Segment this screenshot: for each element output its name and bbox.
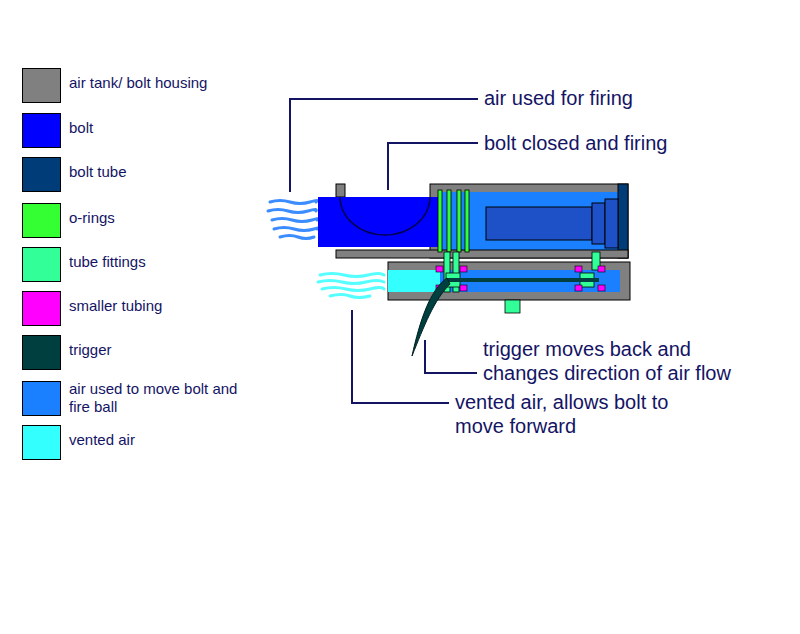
swatch-drive-air [22,381,61,416]
legend-text: smaller tubing [69,297,259,315]
legend-text: air tank/ bolt housing [69,74,259,92]
legend-text: air used to move bolt and fire ball [69,380,259,416]
swatch-tubing [22,291,61,326]
swatch-trigger [22,335,61,370]
swatch-housing [22,68,61,103]
legend-text: o-rings [69,209,259,227]
legend-text: trigger [69,341,259,359]
swatch-bolt [22,113,61,148]
legend-text: vented air [69,431,259,449]
legend-text: bolt tube [69,163,259,181]
legend-text: bolt [69,119,259,137]
callout-label: bolt closed and firing [484,131,667,155]
callout-label: vented air, allows bolt to move forward [455,390,680,438]
swatch-o-rings [22,203,61,238]
swatch-fittings [22,247,61,282]
swatch-bolt-tube [22,157,61,192]
swatch-vented-air [22,425,61,460]
callout-label: air used for firing [484,86,633,110]
callout-label: trigger moves back and changes direction… [483,337,768,385]
legend-text: tube fittings [69,253,259,271]
